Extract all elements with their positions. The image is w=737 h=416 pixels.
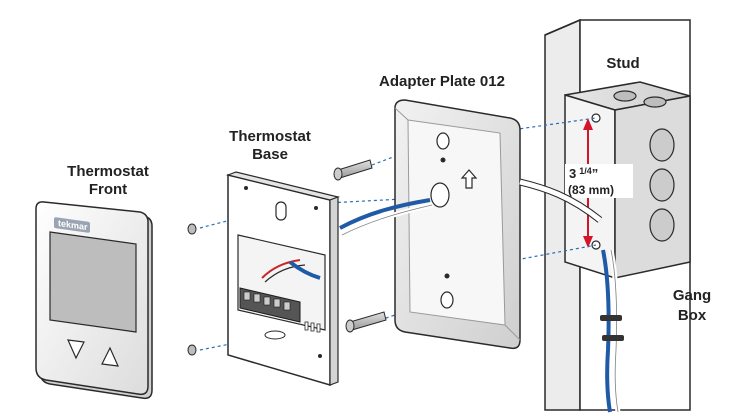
up-arrow-icon (460, 169, 478, 189)
label-gang-box-line1: Gang (673, 287, 711, 304)
thermostat-screen (49, 231, 137, 333)
wire-bundle (339, 178, 603, 238)
adapter-plate (394, 99, 521, 350)
brand-logo: tekmar (58, 218, 88, 232)
label-thermostat-base-line1: Thermostat (229, 128, 311, 145)
label-thermostat-front-line1: Thermostat (67, 163, 149, 180)
label-gang-box-line2: Box (678, 307, 707, 324)
triangle-down-icon (67, 339, 85, 360)
thermostat-base (225, 171, 341, 387)
label-thermostat-front-line2: Front (89, 181, 127, 198)
screw-bottom-left (187, 344, 197, 356)
dimension-metric: (83 mm) (568, 183, 614, 197)
triangle-up-icon (101, 346, 119, 367)
screw-top-right (333, 159, 373, 181)
label-stud: Stud (606, 55, 639, 72)
label-adapter-plate: Adapter Plate 012 (379, 73, 505, 90)
screw-bottom-right (345, 311, 387, 333)
thermostat-front: tekmar (35, 201, 153, 400)
screw-top-left (187, 223, 197, 235)
label-thermostat-base-line2: Base (252, 146, 288, 163)
